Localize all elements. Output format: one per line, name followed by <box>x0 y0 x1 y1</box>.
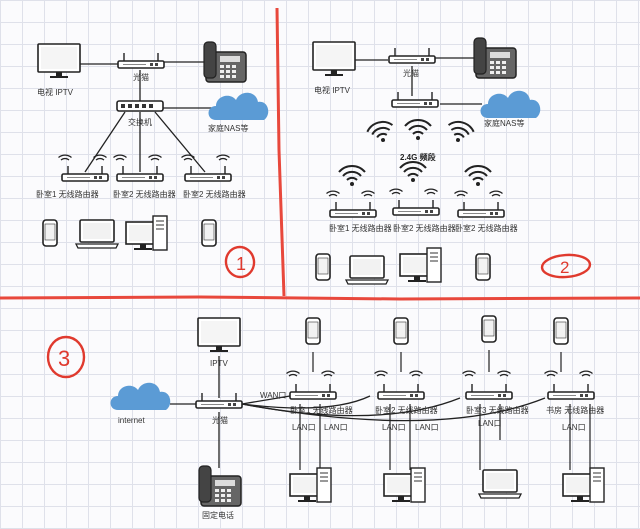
modem-label: 光猫 <box>133 72 149 82</box>
router-icon <box>61 165 109 182</box>
lan-label: LAN口 <box>415 423 439 432</box>
router-label: 卧室2 无线路由器 <box>455 223 518 233</box>
lan-label: LAN口 <box>292 423 316 432</box>
router-label: 卧室1 无线路由器 <box>290 405 353 415</box>
router-icon <box>392 199 440 216</box>
phone-icon <box>201 219 217 247</box>
svg-text:2: 2 <box>560 258 569 277</box>
cloud-icon <box>480 90 541 118</box>
laptop-icon <box>345 255 389 285</box>
router-label: 卧室3 无线路由器 <box>466 405 529 415</box>
lan-label: LAN口 <box>382 423 406 432</box>
phone-icon <box>481 315 497 343</box>
switch-label: 交换机 <box>128 117 152 127</box>
tv-label: 电视 IPTV <box>314 85 351 95</box>
router-label: 卧室2 无线路由器 <box>113 189 176 199</box>
svg-text:1: 1 <box>236 254 246 274</box>
desk-phone-icon <box>203 41 247 83</box>
wan-label: WAN口 <box>260 391 286 400</box>
phone-icon <box>315 253 331 281</box>
section-2: 电视 IPTV 光猫 家庭NAS等 2.4G 频段 卧室1 无线路由器 卧室2 … <box>312 37 592 285</box>
lan-label: LAN口 <box>324 423 348 432</box>
router-icon <box>465 383 513 400</box>
section-3: 3 IPTV internet 光猫 固定电话 WA <box>46 315 605 520</box>
phone-label: 固定电话 <box>202 510 234 520</box>
router-icon <box>391 91 439 108</box>
router-label: 卧室1 无线路由器 <box>329 223 392 233</box>
nas-label: 家庭NAS等 <box>484 118 524 128</box>
lan-label: LAN口 <box>478 419 502 428</box>
nas-label: 家庭NAS等 <box>208 123 248 133</box>
phone-icon <box>42 219 58 247</box>
modem-icon <box>388 47 436 64</box>
desk-phone-icon <box>473 37 517 79</box>
router-label: 卧室2 无线路由器 <box>393 223 456 233</box>
tv-icon <box>197 317 241 353</box>
laptop-icon <box>478 469 522 499</box>
modem-icon <box>117 52 165 69</box>
desktop-icon <box>383 467 426 503</box>
router-icon <box>457 201 505 218</box>
annotation-number-1: 1 <box>224 245 256 279</box>
wifi-signal-icon <box>364 118 477 147</box>
modem-label: 光猫 <box>403 68 419 78</box>
tv-label: 电视 IPTV <box>37 87 74 97</box>
phone-icon <box>475 253 491 281</box>
phone-icon <box>553 317 569 345</box>
laptop-icon <box>75 219 119 249</box>
annotation-number-3: 3 <box>46 335 86 379</box>
router-icon <box>547 383 595 400</box>
vertical-divider <box>275 7 286 297</box>
annotation-number-2: 2 <box>540 253 592 279</box>
router-label: 卧室2 无线路由器 <box>183 189 246 199</box>
desktop-icon <box>399 247 442 283</box>
router-icon <box>184 165 232 182</box>
desk-phone-icon <box>198 465 242 507</box>
desktop-icon <box>125 215 168 251</box>
cloud-icon <box>208 92 269 120</box>
modem-label: 光猫 <box>212 415 228 425</box>
iptv-label: IPTV <box>210 359 228 368</box>
horizontal-divider <box>0 295 640 301</box>
tv-icon <box>37 43 81 79</box>
svg-text:3: 3 <box>58 346 70 371</box>
router-label: 卧室2 无线路由器 <box>375 405 438 415</box>
wifi-signal-icon <box>338 160 492 187</box>
phone-icon <box>393 317 409 345</box>
router-label: 卧室1 无线路由器 <box>36 189 99 199</box>
phone-icon <box>305 317 321 345</box>
router-icon <box>329 201 377 218</box>
router-icon <box>289 383 337 400</box>
router-label: 书房 无线路由器 <box>546 405 604 415</box>
desktop-icon <box>289 467 332 503</box>
desktop-icon <box>562 467 605 503</box>
switch-icon <box>116 100 164 112</box>
tv-icon <box>312 41 356 77</box>
lan-label: LAN口 <box>562 423 586 432</box>
internet-label: internet <box>118 416 145 425</box>
cloud-icon <box>110 382 171 410</box>
section-1: 电视 IPTV 光猫 交换机 家庭NAS等 卧室1 无线路由器 卧室2 无线路由… <box>36 41 269 279</box>
router-icon <box>377 383 425 400</box>
band-label: 2.4G 频段 <box>400 152 436 162</box>
